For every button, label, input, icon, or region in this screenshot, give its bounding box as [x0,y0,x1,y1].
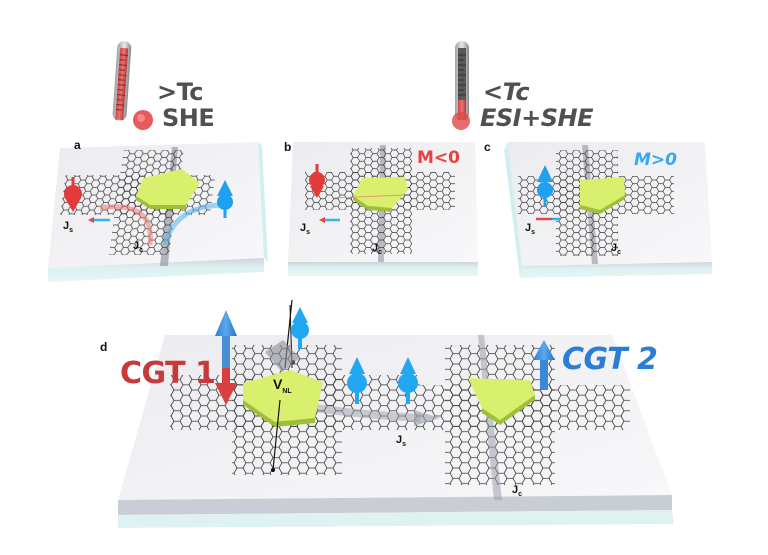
cgt2-label: CGT 2 [562,342,658,377]
panel-c-jc-label: Jc [611,242,622,257]
cgt1-label: CGT 1 [120,356,216,391]
panel-a-letter: a [74,138,81,152]
panel-c-letter: c [484,140,491,154]
panel-a-js-label: Js [63,220,74,235]
panel-d-slab [118,299,674,528]
cold-threshold-label: <Tc [483,78,530,106]
panel-d-letter: d [100,340,108,354]
panel-d-js-label: Js [396,434,407,449]
panel-a-slab [48,142,268,282]
panel-b-slab [288,142,478,276]
panel-b-letter: b [284,140,292,154]
panel-c-slab [504,142,712,278]
panel-b-magnetization-label: M<0 [417,148,460,168]
thermometer-cold-icon [452,41,470,130]
panel-c-js-label: Js [525,222,536,237]
hot-threshold-label: >Tc [157,78,204,106]
panel-b-jc-label: Jc [372,242,383,257]
cold-mechanism-label: ESI+SHE [480,104,593,132]
panel-c-magnetization-label: M>0 [634,150,677,170]
thermometer-hot-icon [112,41,153,130]
panel-d-jc-label: Jc [512,484,523,499]
panel-a-jc-label: Jc [133,240,144,255]
hot-mechanism-label: SHE [162,104,215,132]
panel-b-js-label: Js [300,222,311,237]
nonlocal-voltage-label: VNL [273,376,292,395]
